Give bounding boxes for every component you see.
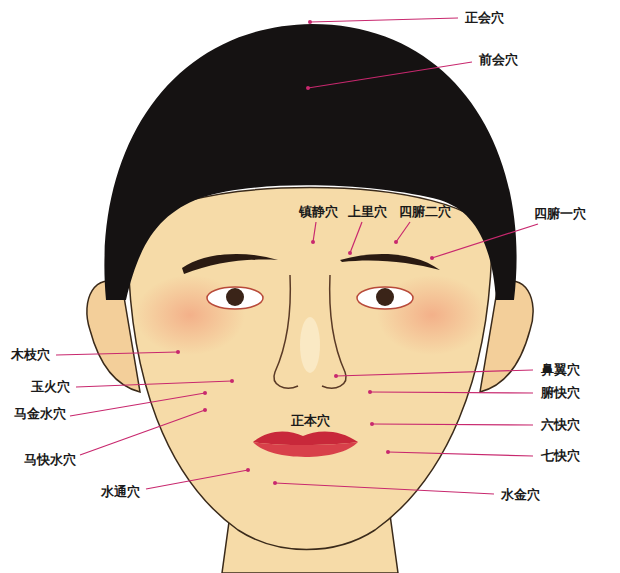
acupoint-dots xyxy=(176,20,434,485)
leader-line xyxy=(275,483,494,494)
hair xyxy=(104,24,516,300)
leader-line xyxy=(146,470,248,489)
acupoint-label: 正会穴 xyxy=(465,10,504,26)
acupoint-label: 马金水穴 xyxy=(14,406,66,422)
left-eyebrow xyxy=(182,254,278,274)
acupoint-dot xyxy=(311,240,315,244)
acupoint-label: 镇静穴 xyxy=(299,204,338,220)
acupoint-label: 玉火穴 xyxy=(31,379,70,395)
leader-line xyxy=(350,222,362,253)
nose-right xyxy=(322,275,346,388)
acupoint-label: 四腑二穴 xyxy=(399,204,451,220)
right-eye xyxy=(357,287,413,309)
acupoint-label: 前会穴 xyxy=(479,52,518,68)
leader-line xyxy=(70,393,205,416)
leader-line xyxy=(56,352,178,355)
leader-line xyxy=(310,18,458,22)
acupoint-label: 六快穴 xyxy=(541,417,580,433)
acupoint-label: 水通穴 xyxy=(101,484,140,500)
acupoint-label: 马快水穴 xyxy=(24,452,76,468)
right-iris xyxy=(376,288,394,306)
acupoint-dot xyxy=(368,390,372,394)
left-eye xyxy=(207,287,263,309)
acupoint-dot xyxy=(203,391,207,395)
leader-lines xyxy=(56,18,538,494)
leader-line xyxy=(308,62,472,88)
acupoint-dot xyxy=(203,408,207,412)
acupoint-dot xyxy=(246,468,250,472)
acupoint-dot xyxy=(334,374,338,378)
acupoint-label: 水金穴 xyxy=(501,487,540,503)
left-iris xyxy=(226,288,244,306)
acupoint-dot xyxy=(230,379,234,383)
leader-line xyxy=(313,222,316,242)
leader-line xyxy=(80,410,205,455)
acupoint-label: 木枝穴 xyxy=(11,347,50,363)
acupoint-label: 上里穴 xyxy=(348,204,387,220)
acupoint-dot xyxy=(306,86,310,90)
acupoint-label: 七快穴 xyxy=(541,448,580,464)
acupoint-dot xyxy=(370,422,374,426)
acupoint-dot xyxy=(308,20,312,24)
lower-lip xyxy=(253,442,358,457)
leader-line xyxy=(432,224,538,258)
leader-line xyxy=(372,424,533,425)
leader-line xyxy=(396,222,410,242)
acupoint-dot xyxy=(176,350,180,354)
acupoint-dot xyxy=(394,240,398,244)
leader-line xyxy=(336,370,533,376)
acupoint-label: 腑快穴 xyxy=(541,385,580,401)
nose-highlight xyxy=(300,317,320,373)
nose-left xyxy=(274,275,298,388)
acupoint-dot xyxy=(348,251,352,255)
upper-lip xyxy=(253,431,358,445)
acupoint-label: 正本穴 xyxy=(291,413,330,429)
acupoint-dot xyxy=(273,481,277,485)
leader-line xyxy=(370,392,533,393)
right-eyebrow xyxy=(340,254,440,270)
leader-line xyxy=(388,452,533,456)
acupoint-label: 鼻翼穴 xyxy=(541,362,580,378)
face-outline xyxy=(128,188,492,550)
acupoint-dot xyxy=(386,450,390,454)
acupoint-dot xyxy=(430,256,434,260)
acupoint-label: 四腑一穴 xyxy=(534,206,586,222)
leader-line xyxy=(76,381,232,387)
